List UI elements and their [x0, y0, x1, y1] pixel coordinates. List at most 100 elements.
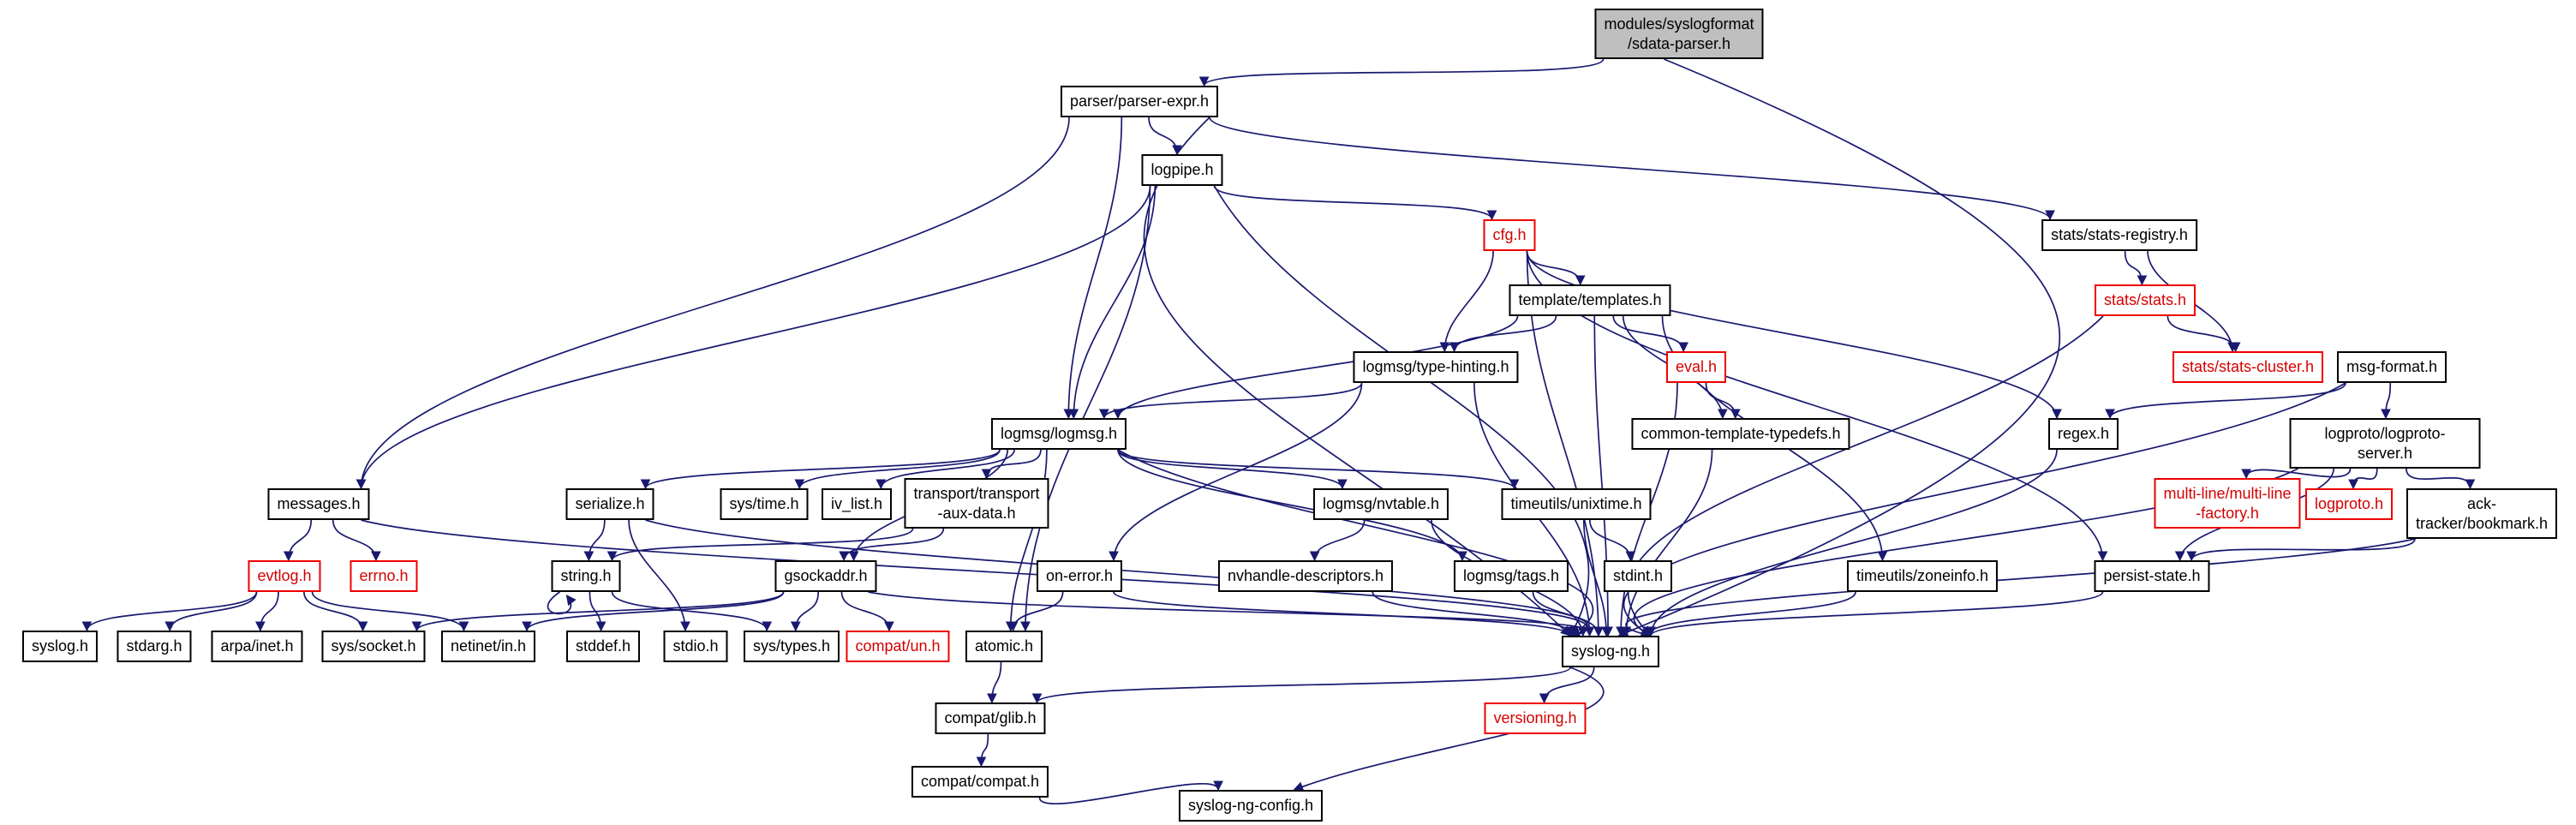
graph-node-regex[interactable]: regex.h [2047, 418, 2119, 450]
include-edge-logmsg-to-nvtable [1117, 449, 1348, 490]
graph-node-serialize[interactable]: serialize.h [565, 488, 654, 520]
include-edge-evtlog-to-sys-socket [303, 591, 368, 632]
graph-node-common-template-typedefs[interactable]: common-template-typedefs.h [1631, 418, 1850, 450]
include-edge-syslog-ng-to-compat-glib [1031, 667, 1571, 704]
include-edge-messages-to-errno [332, 519, 381, 562]
graph-node-persist-state[interactable]: persist-state.h [2094, 560, 2210, 592]
graph-node-syslog-ng-config[interactable]: syslog-ng-config.h [1178, 790, 1324, 822]
graph-node-syslog-h[interactable]: syslog.h [21, 631, 99, 662]
include-edge-type-hinting-to-on-error [1109, 382, 1363, 562]
include-edge-gsockaddr-to-compat-un [840, 591, 894, 632]
include-edge-logmsg-to-unixtime [1117, 449, 1520, 490]
include-edge-parser-expr-to-logmsg [1063, 117, 1123, 420]
graph-node-compat-glib[interactable]: compat/glib.h [935, 702, 1046, 734]
graph-node-stdint[interactable]: stdint.h [1603, 560, 1673, 592]
include-edge-zoneinfo-to-syslog-ng [1642, 591, 1856, 637]
include-edge-atomic-to-compat-glib [986, 661, 1002, 704]
graph-node-multi-line-factory[interactable]: multi-line/multi-line -factory.h [2154, 478, 2301, 529]
graph-node-messages[interactable]: messages.h [267, 488, 370, 520]
include-edge-sdata-parser-to-syslog-ng [1617, 58, 2061, 637]
include-edge-eval-to-common-template-typedefs [1705, 382, 1741, 420]
graph-node-compat-compat[interactable]: compat/compat.h [911, 766, 1049, 798]
graph-node-logpipe[interactable]: logpipe.h [1141, 154, 1223, 186]
include-edge-logmsg-to-sys-time [794, 449, 1001, 490]
include-edge-templates-to-logmsg [1113, 315, 1519, 420]
graph-node-string[interactable]: string.h [551, 560, 621, 592]
include-edge-stats-to-stats-cluster [2167, 315, 2241, 353]
include-edge-parser-expr-to-stats-registry [1209, 117, 2055, 221]
graph-node-msg-format[interactable]: msg-format.h [2336, 351, 2447, 383]
graph-node-type-hinting[interactable]: logmsg/type-hinting.h [1353, 351, 1519, 383]
graph-node-logproto-server[interactable]: logproto/logproto-server.h [2289, 418, 2481, 469]
include-edge-gsockaddr-to-sys-types [790, 591, 820, 632]
graph-node-versioning[interactable]: versioning.h [1484, 702, 1587, 734]
graph-node-logproto[interactable]: logproto.h [2304, 488, 2394, 520]
include-edge-gsockaddr-to-sys-socket [411, 591, 785, 632]
graph-node-gsockaddr[interactable]: gsockaddr.h [774, 560, 877, 592]
graph-node-logmsg[interactable]: logmsg/logmsg.h [990, 418, 1127, 450]
include-edge-nvhandle-descriptors-to-syslog-ng [1372, 591, 1580, 637]
include-edge-syslog-ng-to-versioning [1539, 667, 1595, 704]
include-edge-logpipe-to-messages [356, 185, 1151, 490]
graph-node-netinet-in[interactable]: netinet/in.h [440, 631, 536, 662]
include-edge-cfg-to-regex [1526, 250, 2062, 420]
include-edge-parser-expr-to-logpipe [1148, 117, 1182, 156]
include-edge-sdata-parser-to-parser-expr [1198, 58, 1605, 87]
include-edge-tags-to-syslog-ng [1532, 591, 1605, 637]
include-edge-stats-registry-to-stats [2124, 250, 2148, 286]
graph-node-atomic[interactable]: atomic.h [965, 631, 1043, 662]
graph-node-sys-time[interactable]: sys/time.h [720, 488, 809, 520]
include-edge-serialize-to-string [583, 519, 606, 562]
graph-node-tags[interactable]: logmsg/tags.h [1453, 560, 1569, 592]
graph-node-syslog-ng[interactable]: syslog-ng.h [1561, 636, 1660, 667]
include-edge-unixtime-to-syslog-ng [1582, 519, 1612, 637]
graph-node-transport-aux-data[interactable]: transport/transport -aux-data.h [904, 478, 1049, 529]
graph-node-parser-expr[interactable]: parser/parser-expr.h [1060, 86, 1219, 117]
include-edge-logpipe-to-logmsg [1068, 185, 1157, 420]
graph-node-cfg[interactable]: cfg.h [1483, 219, 1536, 251]
graph-node-sys-types[interactable]: sys/types.h [743, 631, 840, 662]
graph-node-stats-registry[interactable]: stats/stats-registry.h [2041, 219, 2197, 251]
graph-node-stdarg[interactable]: stdarg.h [117, 631, 192, 662]
include-edge-logpipe-to-cfg [1213, 185, 1497, 221]
include-edge-compat-compat-to-syslog-ng-config [1038, 780, 1223, 805]
include-edge-logmsg-to-serialize [640, 449, 1001, 490]
include-edge-bookmark-to-persist-state [2186, 538, 2416, 562]
include-edge-evtlog-to-syslog-h [81, 591, 258, 632]
include-edge-type-hinting-to-logmsg [1098, 382, 1363, 420]
include-edge-msg-format-to-syslog-ng [1623, 382, 2346, 637]
include-edge-logmsg-to-iv-list [876, 449, 1015, 490]
include-edge-on-error-to-atomic [1007, 591, 1064, 632]
include-edge-transport-aux-data-to-gsockaddr [839, 528, 945, 562]
graph-node-stdio[interactable]: stdio.h [663, 631, 728, 662]
graph-node-evtlog[interactable]: evtlog.h [248, 560, 321, 592]
graph-node-zoneinfo[interactable]: timeutils/zoneinfo.h [1846, 560, 1999, 592]
graph-node-sys-socket[interactable]: sys/socket.h [321, 631, 426, 662]
graph-node-unixtime[interactable]: timeutils/unixtime.h [1501, 488, 1652, 520]
include-edge-serialize-to-stdio [628, 519, 690, 632]
include-edge-transport-aux-data-to-string [607, 528, 914, 562]
graph-node-eval[interactable]: eval.h [1665, 351, 1727, 383]
graph-node-errno[interactable]: errno.h [350, 560, 418, 592]
include-edge-logproto-server-to-bookmark [2406, 468, 2476, 490]
graph-node-compat-un[interactable]: compat/un.h [846, 631, 950, 662]
graph-node-iv-list[interactable]: iv_list.h [821, 488, 893, 520]
graph-node-stddef[interactable]: stddef.h [565, 631, 641, 662]
include-edge-parser-expr-to-messages [356, 117, 1070, 490]
graph-node-stats[interactable]: stats/stats.h [2094, 284, 2196, 316]
graph-node-templates[interactable]: template/templates.h [1509, 284, 1671, 316]
graph-node-stats-cluster[interactable]: stats/stats-cluster.h [2172, 351, 2324, 383]
include-edge-persist-state-to-syslog-ng [1646, 591, 2104, 637]
include-edge-msg-format-to-logproto-server [2381, 382, 2392, 420]
graph-node-sdata-parser: modules/syslogformat /sdata-parser.h [1594, 9, 1764, 59]
graph-node-on-error[interactable]: on-error.h [1036, 560, 1123, 592]
graph-node-bookmark[interactable]: ack-tracker/bookmark.h [2406, 488, 2558, 539]
include-edge-gsockaddr-to-netinet-in [522, 591, 785, 632]
include-edge-on-error-to-syslog-ng [1113, 591, 1575, 637]
include-edge-logpipe-to-syslog-ng [1213, 185, 1590, 637]
graph-node-arpa-inet[interactable]: arpa/inet.h [211, 631, 303, 662]
graph-node-nvtable[interactable]: logmsg/nvtable.h [1312, 488, 1449, 520]
graph-node-nvhandle-descriptors[interactable]: nvhandle-descriptors.h [1217, 560, 1394, 592]
